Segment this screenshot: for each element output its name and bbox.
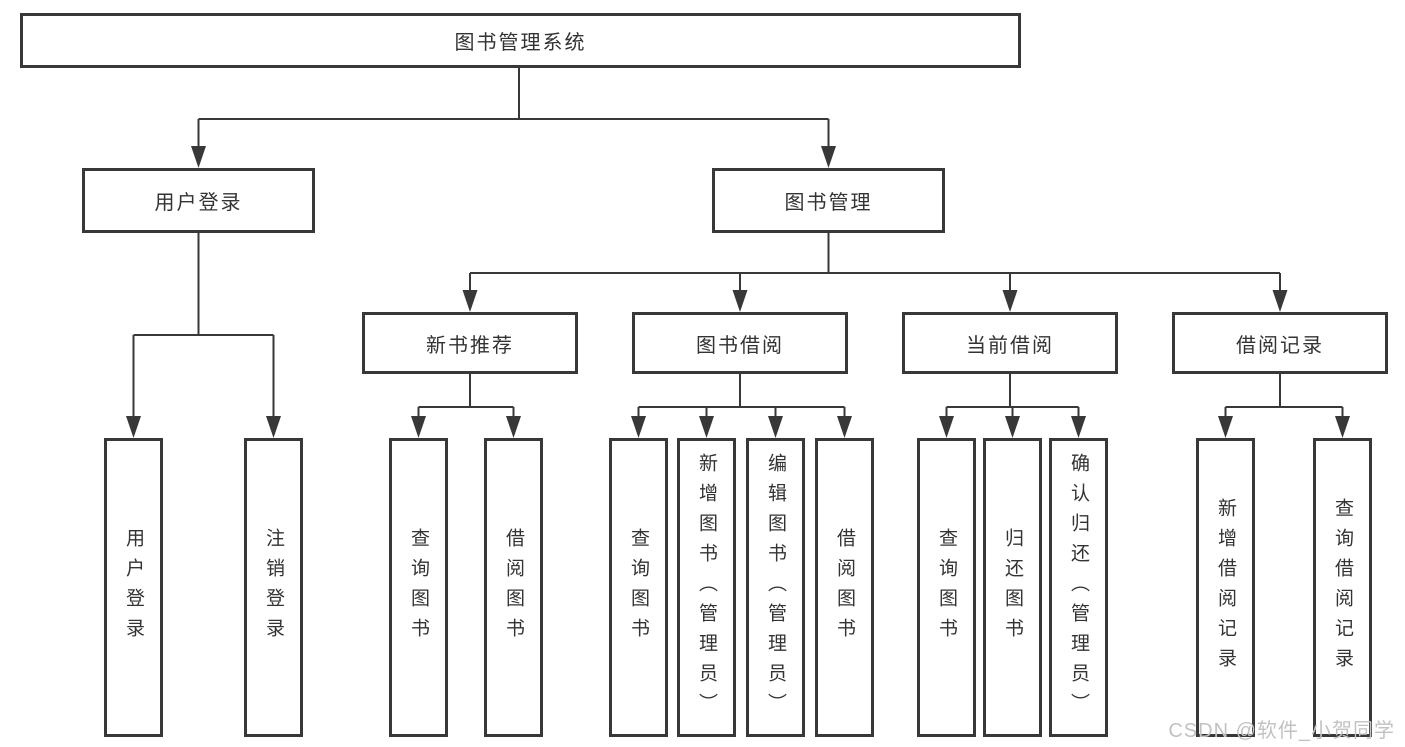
- node-label: 图书借阅: [696, 334, 784, 357]
- node-label: 查询图书: [628, 527, 649, 648]
- node-label: 新书推荐: [426, 334, 514, 357]
- node-label: 注销登录: [263, 527, 284, 648]
- leaf-logout: 注销登录: [244, 438, 303, 737]
- node-label: 查询图书: [408, 527, 429, 648]
- leaf-confirm-return-admin: 确认归还（管理员）: [1049, 438, 1108, 737]
- leaf-edit-books-admin: 编辑图书（管理员）: [746, 438, 805, 737]
- node-label: 借阅记录: [1236, 334, 1324, 357]
- leaf-borrow-books-borrowing: 借阅图书: [815, 438, 874, 737]
- node-book-borrowing: 图书借阅: [632, 312, 848, 374]
- node-user-login: 用户登录: [82, 168, 315, 233]
- leaf-add-borrow-record: 新增借阅记录: [1196, 438, 1255, 737]
- leaf-return-books: 归还图书: [983, 438, 1042, 737]
- node-label: 借阅图书: [834, 527, 855, 648]
- node-label: 查询借阅记录: [1332, 497, 1353, 678]
- node-borrowing-records: 借阅记录: [1172, 312, 1388, 374]
- node-label: 借阅图书: [503, 527, 524, 648]
- node-label: 图书管理系统: [454, 32, 587, 54]
- leaf-query-books-current: 查询图书: [917, 438, 976, 737]
- node-current-borrowing: 当前借阅: [902, 312, 1118, 374]
- leaf-borrow-books-recommend: 借阅图书: [484, 438, 543, 737]
- node-label: 编辑图书（管理员）: [765, 452, 786, 723]
- node-label: 用户登录: [154, 192, 243, 214]
- node-library-management-system: 图书管理系统: [20, 13, 1021, 68]
- node-label: 新增图书（管理员）: [696, 452, 717, 723]
- node-label: 图书管理: [784, 192, 873, 214]
- node-book-management: 图书管理: [712, 168, 945, 233]
- node-label: 归还图书: [1002, 527, 1023, 648]
- node-label: 当前借阅: [966, 334, 1054, 357]
- leaf-user-login: 用户登录: [104, 438, 163, 737]
- node-label: 新增借阅记录: [1215, 497, 1236, 678]
- leaf-query-books-recommend: 查询图书: [389, 438, 448, 737]
- arrowhead-icons: [126, 146, 1350, 438]
- node-label: 确认归还（管理员）: [1068, 452, 1089, 723]
- leaf-query-borrow-record: 查询借阅记录: [1313, 438, 1372, 737]
- node-new-book-recommendation: 新书推荐: [362, 312, 578, 374]
- leaf-query-books-borrowing: 查询图书: [609, 438, 668, 737]
- node-label: 用户登录: [123, 527, 144, 648]
- leaf-add-books-admin: 新增图书（管理员）: [677, 438, 736, 737]
- csdn-watermark: CSDN @软件_小贺同学: [1168, 720, 1395, 742]
- node-label: 查询图书: [936, 527, 957, 648]
